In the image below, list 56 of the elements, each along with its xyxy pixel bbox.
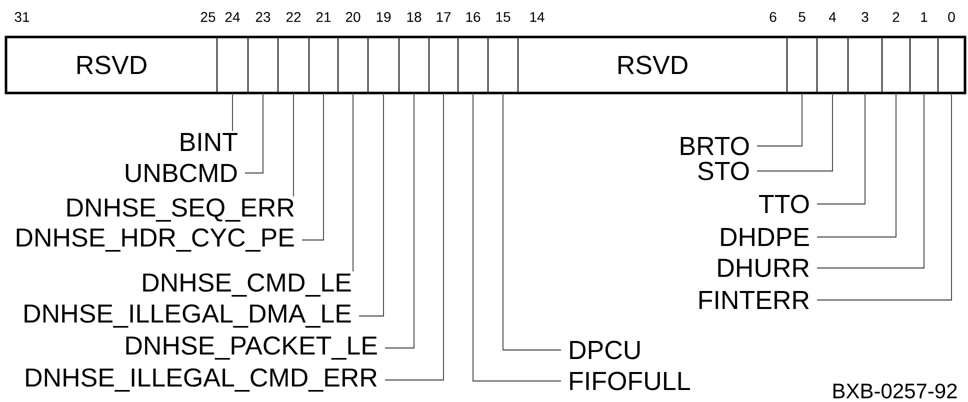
leader-line bbox=[816, 92, 924, 268]
field-name: DNHSE_PACKET_LE bbox=[126, 336, 377, 360]
leader-line bbox=[756, 92, 833, 172]
field-name: DNHSE_ILLEGAL_DMA_LE bbox=[24, 304, 351, 328]
bit-number: 2 bbox=[892, 12, 900, 22]
bit-number: 23 bbox=[256, 12, 270, 22]
leader-line bbox=[502, 92, 562, 350]
field-name: FIFOFULL bbox=[570, 372, 690, 390]
field-name: DHURR bbox=[718, 258, 809, 278]
leader-line bbox=[293, 92, 294, 197]
field-name: BINT bbox=[180, 133, 238, 151]
field-name: BRTO bbox=[680, 136, 749, 156]
field-name: DHDPE bbox=[721, 228, 809, 246]
leader-line bbox=[352, 92, 354, 272]
field-name: DNHSE_HDR_CYC_PE bbox=[16, 228, 294, 252]
bit-number: 16 bbox=[466, 12, 480, 22]
leader-line bbox=[816, 92, 896, 238]
field-name: DNHSE_SEQ_ERR bbox=[67, 198, 294, 222]
register-outline bbox=[4, 36, 966, 94]
bit-number: 15 bbox=[496, 12, 510, 22]
reserved-field: RSVD bbox=[518, 36, 788, 94]
bit-number: 5 bbox=[798, 12, 806, 22]
bit-number: 17 bbox=[436, 12, 451, 22]
leader-line bbox=[756, 92, 802, 146]
field-name: STO bbox=[698, 162, 749, 180]
leader-line bbox=[244, 92, 264, 174]
field-name: FINTERR bbox=[699, 291, 809, 309]
bit-number: 1 bbox=[921, 12, 928, 22]
bit-number: 22 bbox=[286, 12, 301, 22]
leader-line bbox=[816, 92, 866, 204]
leader-line bbox=[472, 92, 562, 382]
figure-number: BXB-0257-92 bbox=[833, 384, 957, 398]
bit-number: 21 bbox=[316, 12, 331, 22]
leader-line bbox=[384, 92, 414, 348]
bit-number: 14 bbox=[530, 12, 544, 22]
bit-number: 6 bbox=[770, 12, 776, 22]
field-name: TTO bbox=[759, 194, 809, 214]
leader-line bbox=[232, 92, 233, 132]
bit-number: 19 bbox=[376, 12, 391, 22]
leader-line bbox=[384, 92, 444, 380]
bit-number: 24 bbox=[225, 12, 240, 22]
leader-line bbox=[302, 92, 324, 240]
leader-line bbox=[358, 92, 384, 316]
field-name: UNBCMD bbox=[126, 164, 237, 182]
bit-number: 4 bbox=[828, 12, 836, 22]
field-name: DNHSE_CMD_LE bbox=[143, 273, 351, 297]
bit-number: 25 bbox=[200, 12, 216, 22]
bit-number: 20 bbox=[346, 12, 360, 22]
bit-number: 18 bbox=[407, 12, 422, 22]
field-name: DPCU bbox=[570, 340, 640, 360]
bit-number: 0 bbox=[948, 12, 955, 22]
leader-line bbox=[816, 92, 952, 300]
bit-number: 31 bbox=[14, 12, 30, 22]
reserved-field: RSVD bbox=[6, 36, 218, 94]
field-name: DNHSE_ILLEGAL_CMD_ERR bbox=[26, 368, 377, 392]
bit-number: 3 bbox=[862, 12, 868, 22]
